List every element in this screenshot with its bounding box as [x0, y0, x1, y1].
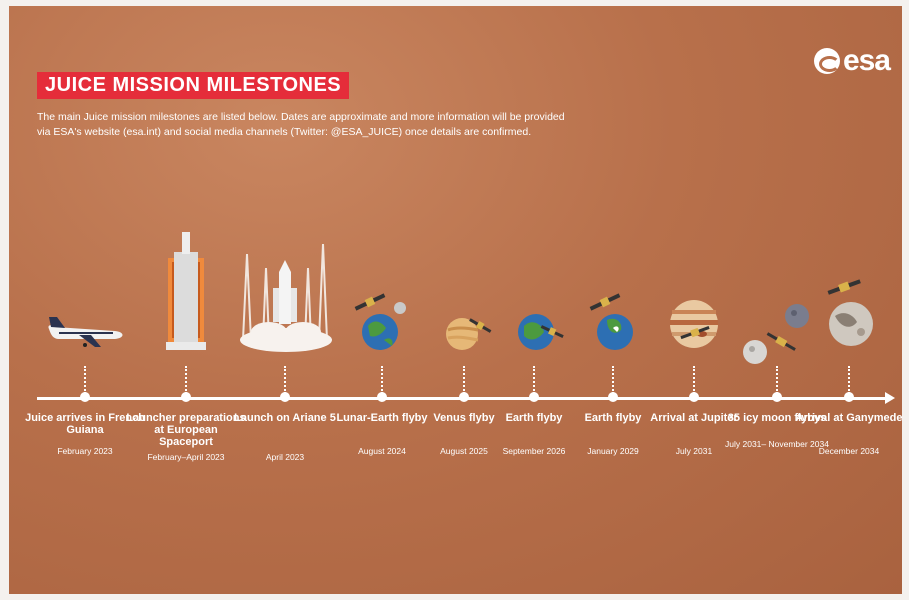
milestone-label: Earth flyby	[505, 412, 563, 424]
milestone-date: April 2023	[265, 452, 305, 462]
milestone-date: December 2034	[818, 446, 880, 456]
milestone-stem	[533, 366, 535, 394]
milestone-stem	[612, 366, 614, 394]
milestone-label: Launch on Ariane 5	[234, 412, 336, 424]
milestone-label: Arrival at Ganymede	[795, 412, 903, 424]
earth-moon-icon	[354, 293, 406, 350]
milestone-dot	[529, 392, 539, 402]
page-title: JUICE MISSION MILESTONES	[37, 72, 350, 99]
milestone-stem	[463, 366, 465, 394]
milestone-date: February–April 2023	[147, 452, 225, 462]
infographic: esa JUICE MISSION MILESTONES The main Ju…	[9, 6, 902, 594]
milestone-date: January 2029	[587, 446, 639, 456]
milestone-label: Venus flyby	[433, 412, 495, 424]
esa-logo: esa	[813, 44, 891, 78]
earth-icon	[518, 314, 564, 350]
milestone-stem	[693, 366, 695, 394]
milestone-label: Juice arrives in French Guiana	[25, 412, 145, 436]
jupiter-icon	[670, 300, 718, 348]
milestone-label: Earth flyby	[584, 412, 642, 424]
milestone-stem	[185, 366, 187, 394]
milestone-label: Launcher preparations at European Spacep…	[126, 412, 246, 448]
milestone-stem	[284, 366, 286, 394]
milestone-dot	[377, 392, 387, 402]
esa-logo-icon	[813, 48, 840, 74]
milestone-date: July 2031	[675, 446, 713, 456]
airplane-icon	[48, 317, 123, 347]
rocket-on-pad-icon	[166, 232, 206, 350]
milestone-stem	[84, 366, 86, 394]
milestone-stem	[381, 366, 383, 394]
milestone-date: August 2025	[440, 446, 488, 456]
milestone-date: August 2024	[358, 446, 406, 456]
milestone-date: September 2026	[502, 446, 566, 456]
venus-icon	[446, 318, 492, 350]
milestone-stem	[776, 366, 778, 394]
milestone-label: Arrival at Jupiter	[650, 412, 738, 424]
milestone-dot	[280, 392, 290, 402]
earth-icon	[589, 293, 633, 350]
ganymede-icon	[827, 279, 873, 346]
milestone-date: February 2023	[57, 446, 113, 456]
esa-logo-text: esa	[842, 44, 891, 77]
intro-text: The main Juice mission milestones are li…	[37, 111, 565, 138]
milestone-dot	[689, 392, 699, 402]
milestone-dot	[80, 392, 90, 402]
icy-moons-icon	[743, 304, 809, 364]
milestone-label: 35 icy moon flybys	[727, 412, 827, 424]
milestone-date: July 2031– November 2034	[725, 439, 829, 449]
rocket-launch-icon	[240, 244, 332, 352]
milestone-dot	[459, 392, 469, 402]
milestone-dot	[608, 392, 618, 402]
milestone-label: Lunar-Earth flyby	[336, 412, 428, 424]
milestone-dot	[181, 392, 191, 402]
milestone-stem	[848, 366, 850, 394]
milestone-dot	[772, 392, 782, 402]
milestone-dot	[844, 392, 854, 402]
